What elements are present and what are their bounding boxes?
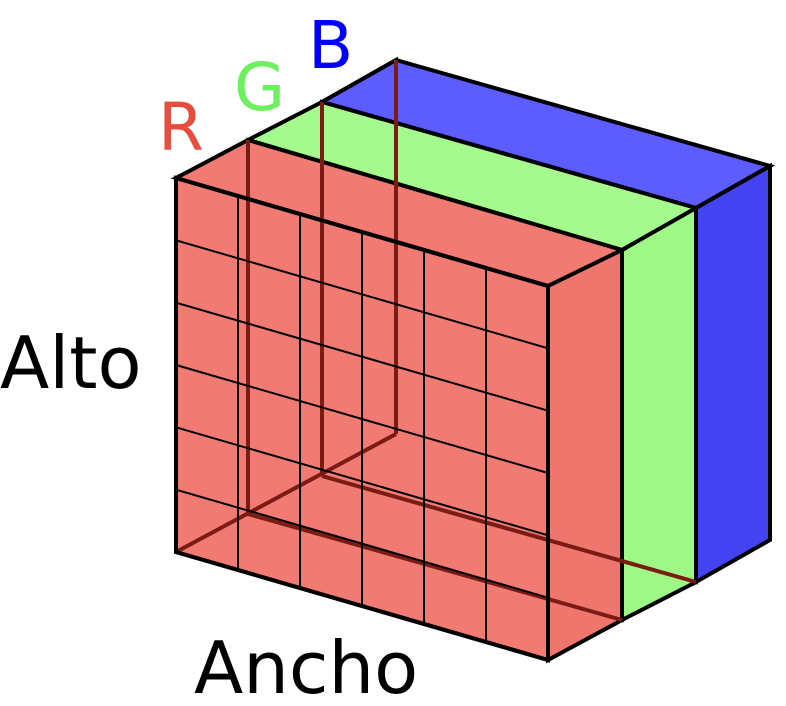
- grid-row-line: [175, 239, 549, 350]
- channel-label-r: R: [158, 89, 204, 166]
- inner-back-edges: [175, 60, 697, 622]
- channel-label-b: B: [308, 7, 353, 84]
- grid-row-line: [175, 488, 549, 599]
- channel-label-g: G: [234, 49, 285, 126]
- height-axis-label: Alto: [0, 321, 142, 405]
- red-channel-slab: [170, 60, 697, 664]
- grid-row-line: [175, 301, 549, 412]
- back-floor-edge: [175, 432, 397, 554]
- width-axis-label: Ancho: [194, 626, 418, 706]
- green-slab-side: [620, 204, 698, 624]
- floor-edge-green: [321, 474, 697, 584]
- red-slab-front-outline: [174, 175, 550, 663]
- blue-slab-side: [694, 162, 772, 586]
- red-slab-side: [546, 246, 624, 664]
- grid-row-line: [175, 426, 549, 537]
- grid-row-line: [175, 364, 549, 474]
- front-face-grid: [175, 196, 549, 642]
- floor-edge-red: [247, 512, 623, 622]
